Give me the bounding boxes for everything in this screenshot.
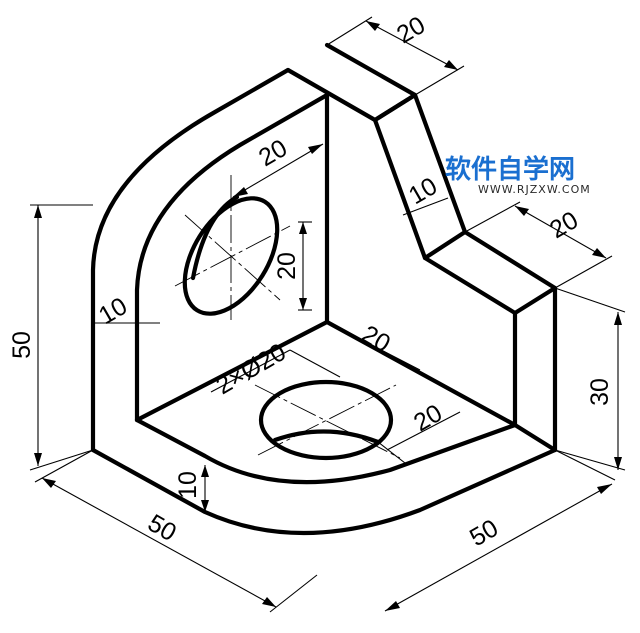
- center-lines: [174, 175, 401, 459]
- part-outline: [90, 42, 558, 536]
- dim-base-length-right: 50: [465, 514, 503, 552]
- dim-base-thickness: 10: [174, 471, 202, 499]
- dim-back-wall-width: 20: [254, 134, 292, 172]
- dim-side-step-depth: 20: [545, 206, 583, 244]
- dim-base-hole-offset-a: 20: [357, 320, 395, 358]
- dim-hole-spec: 2×Ø20: [211, 338, 291, 400]
- dim-hole-height: 20: [273, 252, 301, 280]
- dimension-arrows: [34, 21, 622, 611]
- dimension-lines: [29, 16, 626, 613]
- dim-wall-thickness: 10: [94, 292, 132, 330]
- dim-right-height: 30: [586, 378, 614, 406]
- dim-base-length-left: 50: [143, 509, 181, 547]
- dim-top-depth: 20: [392, 11, 430, 49]
- dim-overall-height: 50: [8, 331, 36, 359]
- dim-back-wall-thickness: 10: [404, 172, 442, 210]
- watermark-url: WWW.RJZXW.COM: [478, 183, 591, 196]
- dimension-labels: 20 20 10 20 20 20 2×Ø20 20 50 10 30 10 5…: [8, 11, 614, 552]
- watermark-title: 软件自学网: [445, 154, 575, 185]
- dim-base-hole-offset-b: 20: [409, 399, 447, 437]
- watermark: 软件自学网 WWW.RJZXW.COM: [445, 154, 591, 196]
